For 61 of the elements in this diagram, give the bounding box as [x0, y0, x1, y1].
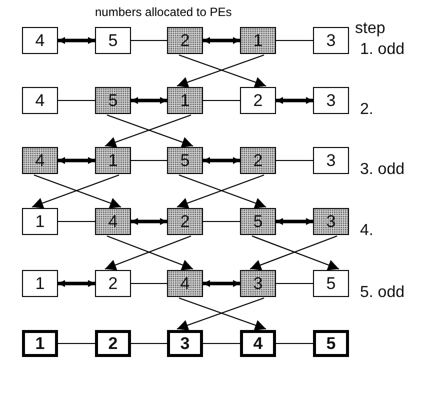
- number-box: 4: [22, 87, 58, 114]
- column-heading: step: [355, 20, 386, 38]
- number-box: 1: [22, 270, 58, 297]
- shaded-number-box: 3: [313, 208, 349, 235]
- step-label: 4.: [360, 222, 374, 240]
- sorted-number-box: 2: [95, 330, 131, 357]
- double-arrow: [131, 218, 167, 225]
- shaded-number-box: 2: [167, 27, 203, 54]
- double-arrow: [58, 280, 95, 287]
- shaded-number-box: 4: [167, 270, 203, 297]
- number-box: 5: [95, 27, 131, 54]
- sorted-number-box: 1: [22, 330, 58, 357]
- step-label: 3. odd: [360, 161, 404, 179]
- link-line: [276, 342, 313, 344]
- link-line: [58, 342, 95, 344]
- link-line: [276, 160, 313, 162]
- shaded-number-box: 5: [167, 147, 203, 174]
- double-arrow: [203, 280, 240, 287]
- shaded-number-box: 1: [167, 87, 203, 114]
- link-line: [276, 282, 313, 284]
- link-line: [131, 342, 167, 344]
- link-line: [203, 100, 240, 102]
- number-box: 5: [313, 270, 349, 297]
- number-box: 2: [95, 270, 131, 297]
- double-arrow: [131, 97, 167, 104]
- link-line: [131, 160, 167, 162]
- number-box: 3: [313, 27, 349, 54]
- link-line: [131, 282, 167, 284]
- double-arrow: [203, 37, 240, 44]
- double-arrow: [203, 157, 240, 164]
- double-arrow: [276, 97, 313, 104]
- shaded-number-box: 5: [95, 87, 131, 114]
- number-box: 3: [313, 147, 349, 174]
- shaded-number-box: 1: [95, 147, 131, 174]
- double-arrow: [58, 157, 95, 164]
- link-line: [276, 40, 313, 42]
- double-arrow: [58, 37, 95, 44]
- step-label: 2.: [360, 101, 374, 119]
- link-line: [58, 220, 95, 222]
- shaded-number-box: 4: [22, 147, 58, 174]
- shaded-number-box: 4: [95, 208, 131, 235]
- shaded-number-box: 2: [167, 208, 203, 235]
- double-arrow: [276, 218, 313, 225]
- shaded-number-box: 1: [240, 27, 276, 54]
- sorted-number-box: 4: [240, 330, 276, 357]
- number-box: 1: [22, 208, 58, 235]
- sorted-number-box: 3: [167, 330, 203, 357]
- number-box: 2: [240, 87, 276, 114]
- step-label: 1. odd: [360, 41, 404, 59]
- link-line: [203, 342, 240, 344]
- shaded-number-box: 5: [240, 208, 276, 235]
- number-box: 4: [22, 27, 58, 54]
- shaded-number-box: 2: [240, 147, 276, 174]
- number-box: 3: [313, 87, 349, 114]
- link-line: [58, 100, 95, 102]
- link-line: [131, 40, 167, 42]
- link-line: [203, 220, 240, 222]
- step-label: 5. odd: [360, 284, 404, 302]
- sorted-number-box: 5: [313, 330, 349, 357]
- shaded-number-box: 3: [240, 270, 276, 297]
- heading: numbers allocated to PEs: [95, 5, 232, 19]
